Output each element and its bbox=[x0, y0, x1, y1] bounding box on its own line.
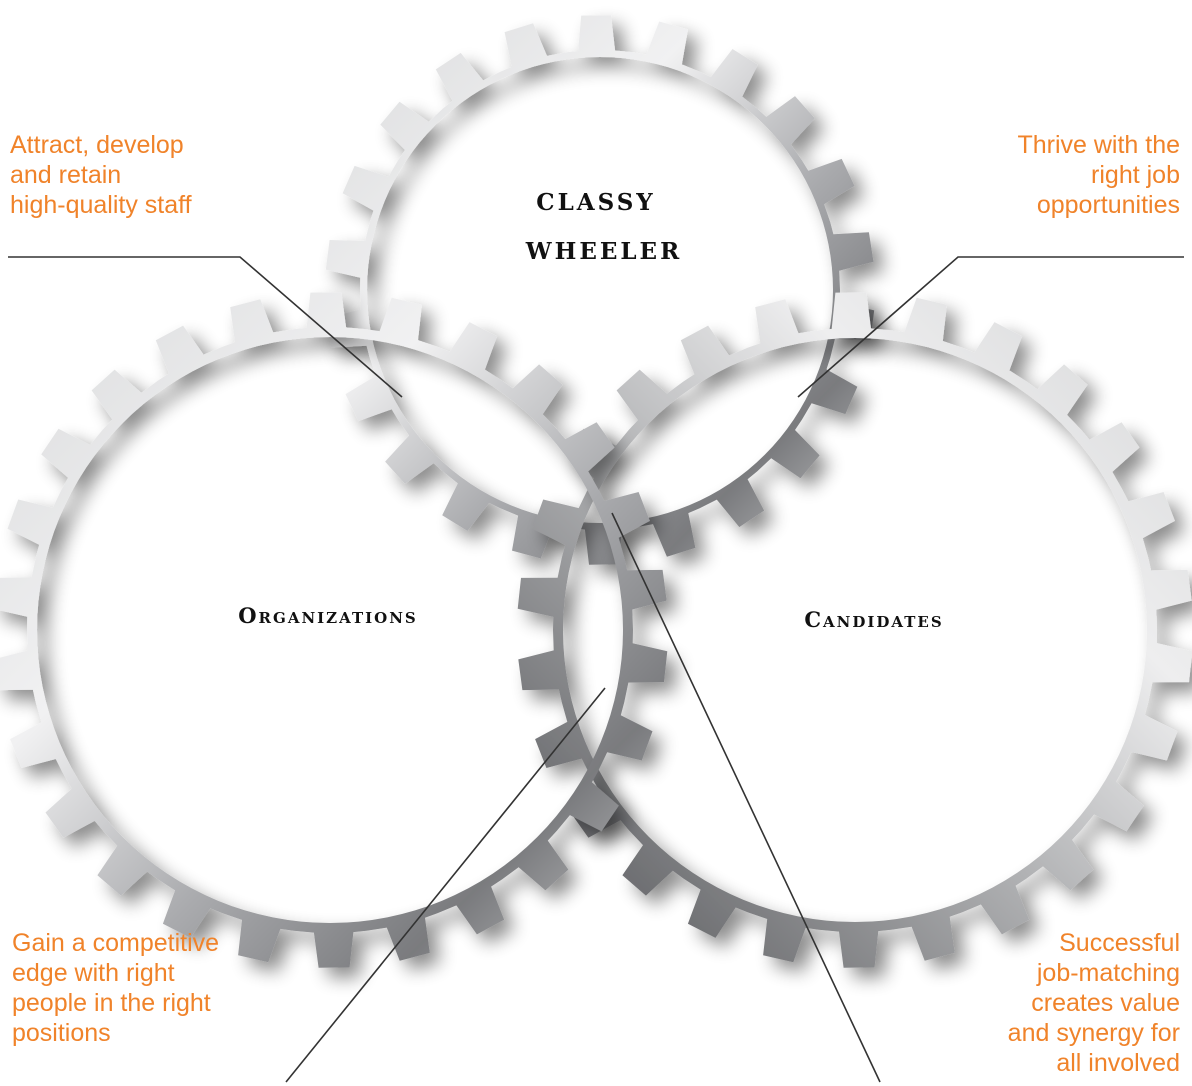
gear-left-label: Organizations bbox=[238, 603, 418, 628]
leader-line-bottom-right bbox=[611, 512, 881, 1083]
gear-right-label: Candidates bbox=[804, 607, 943, 632]
gear-left-ring bbox=[0, 292, 668, 968]
note-bottom-left: Gain a competitive edge with right peopl… bbox=[12, 929, 220, 1047]
note-top-left: Attract, develop and retain high-quality… bbox=[10, 131, 192, 219]
note-bottom-right: Successful job-matching creates value an… bbox=[1007, 929, 1180, 1077]
gear-top-label-line2: WHEELER bbox=[525, 238, 682, 265]
leader-line-top-left bbox=[8, 256, 403, 398]
leader-line-bottom-left bbox=[285, 687, 606, 1083]
leader-line-top-right bbox=[797, 256, 1184, 398]
gear-top-label-line1: CLASSY bbox=[536, 189, 655, 216]
gear-left bbox=[0, 292, 668, 968]
note-top-right: Thrive with the right job opportunities bbox=[1017, 131, 1180, 219]
